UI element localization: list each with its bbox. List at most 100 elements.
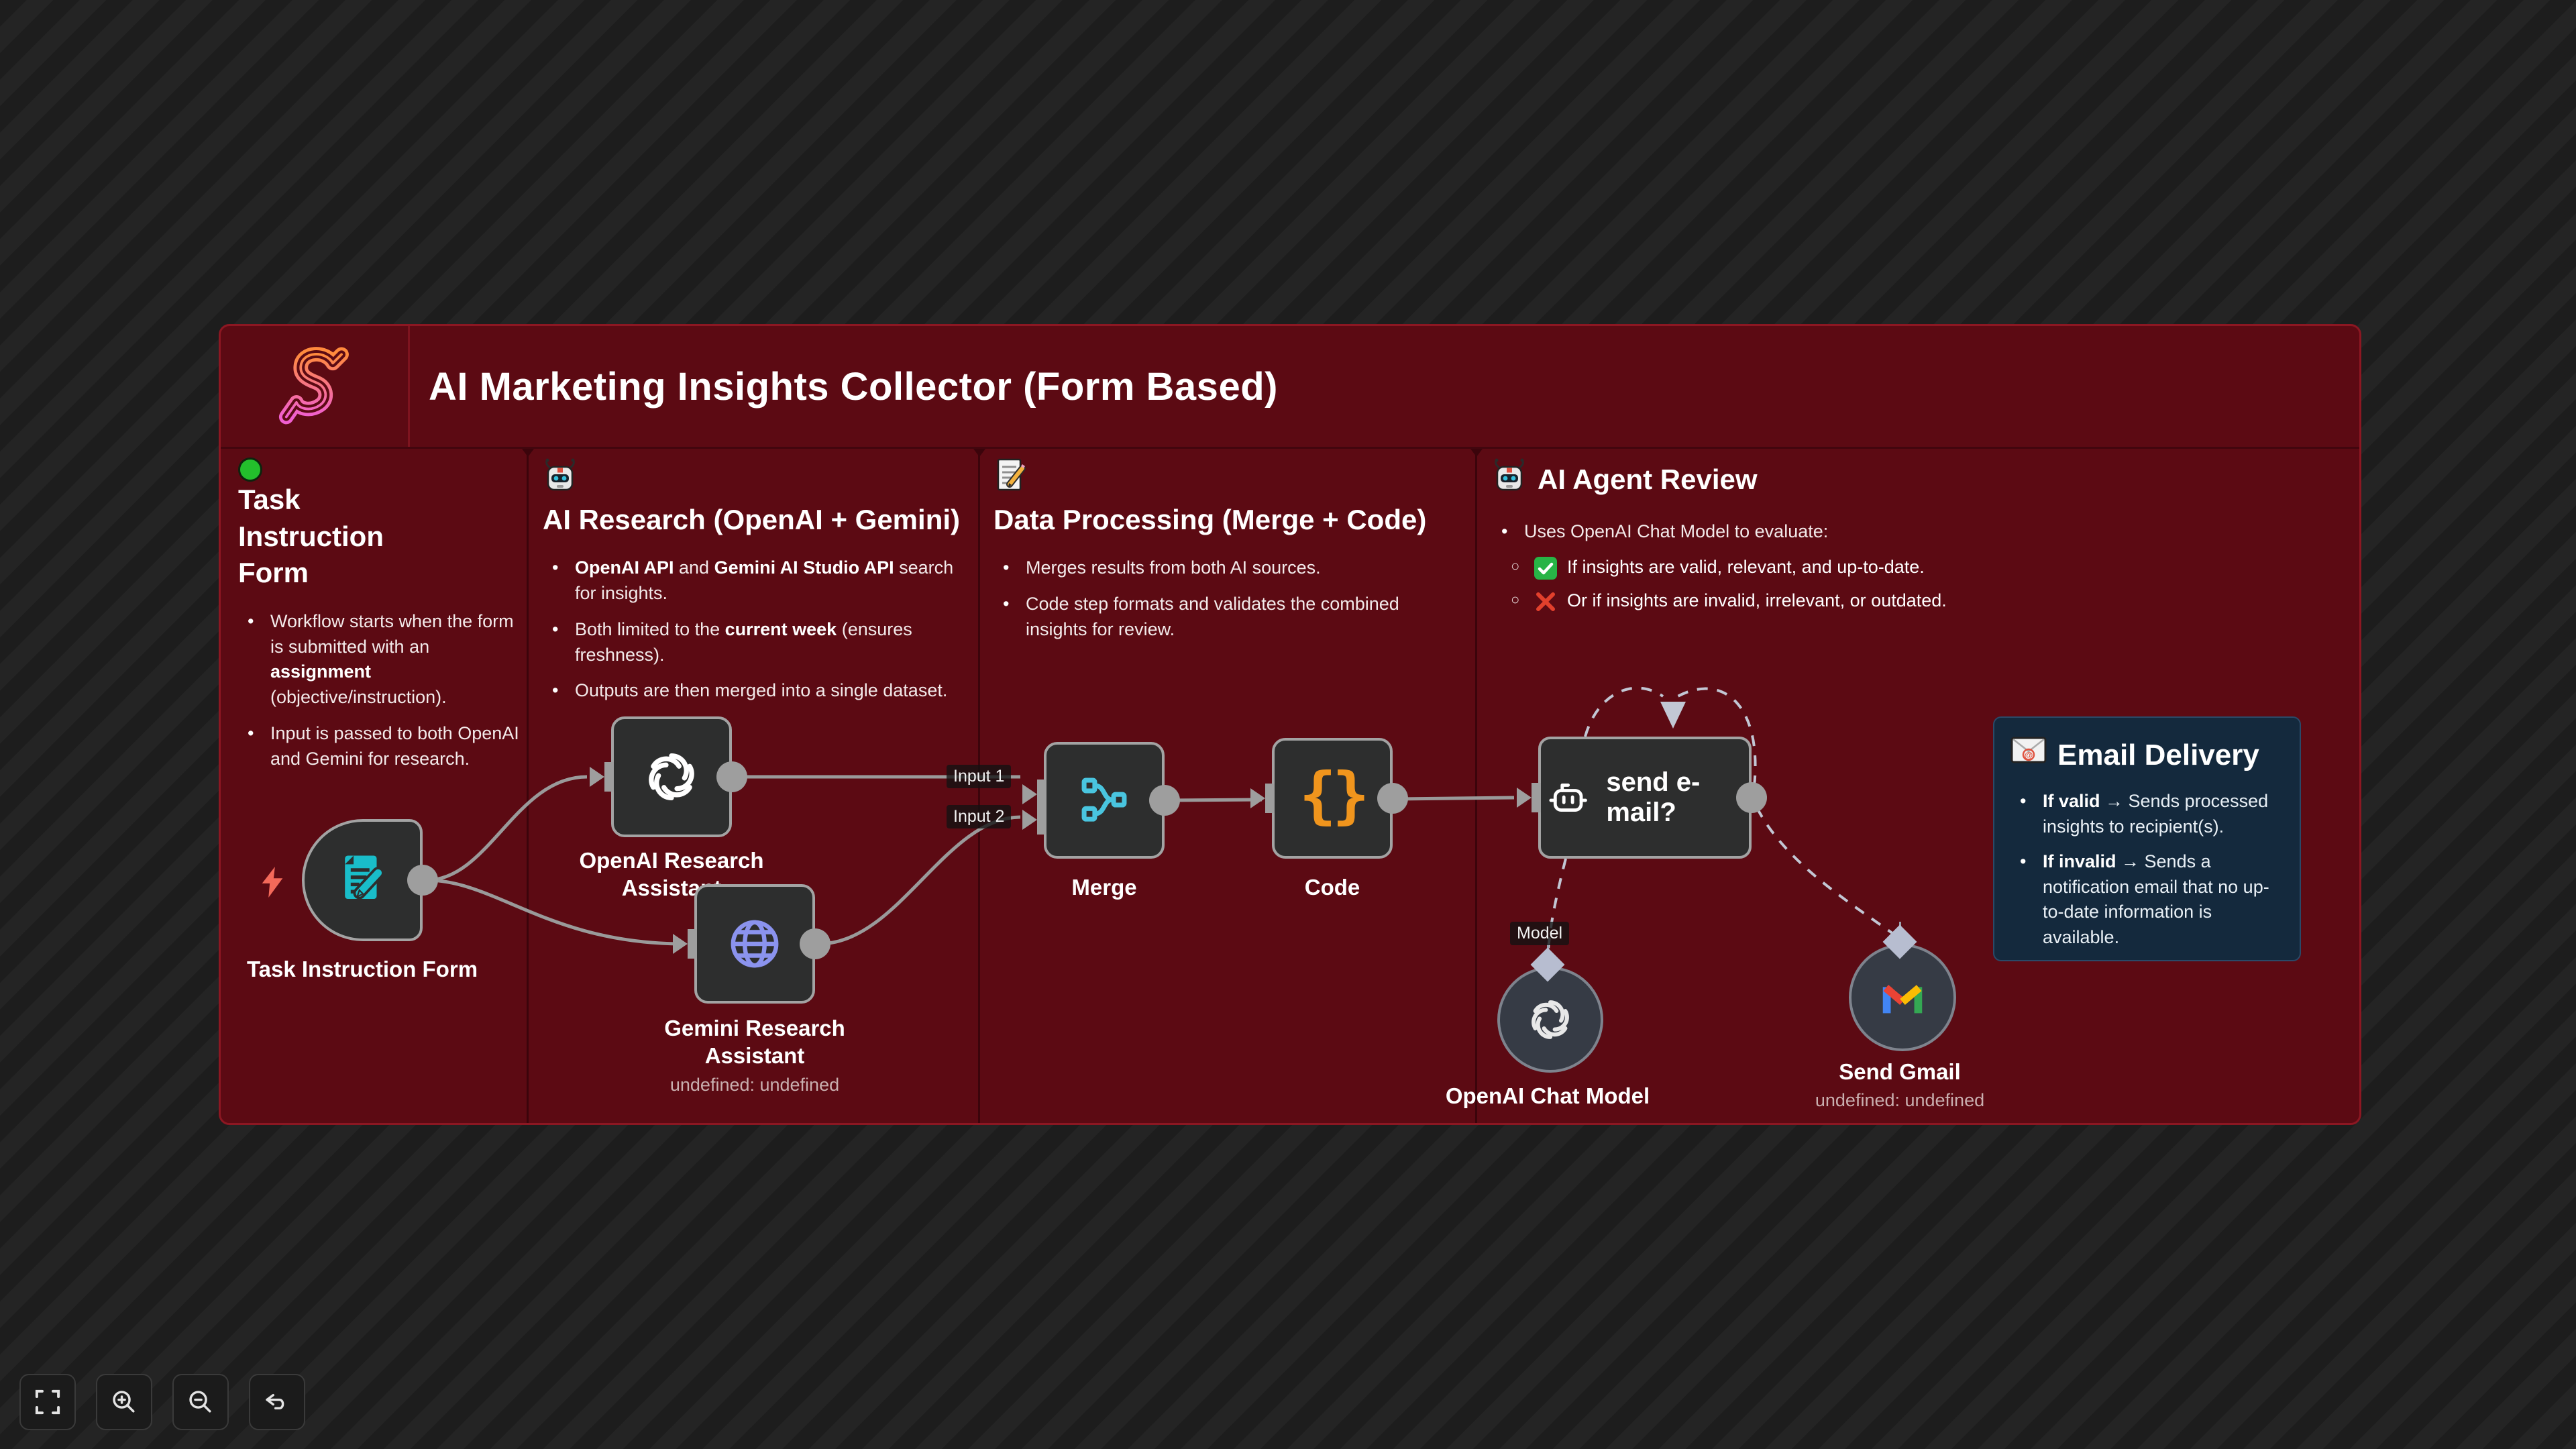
output-port[interactable] <box>800 928 830 959</box>
robot-icon <box>543 458 578 502</box>
input1-label: Input 1 <box>947 765 1012 788</box>
section-bullets: OpenAI API and Gemini AI Studio API sear… <box>543 555 975 704</box>
node-label: Merge <box>1071 875 1137 900</box>
output-port[interactable] <box>1736 782 1767 813</box>
section-heading: Data Processing (Merge + Code) <box>994 458 1436 538</box>
column-divider <box>1470 449 1483 1123</box>
zoom-in-icon <box>113 1391 135 1413</box>
section-title: AI Agent Review <box>1538 463 1758 495</box>
node-openai-chat-model[interactable] <box>1497 967 1603 1073</box>
sub-bullet: If insights are valid, relevant, and up-… <box>1511 555 2163 580</box>
node-task-instruction-form[interactable] <box>302 819 438 941</box>
cross-icon <box>1534 590 1558 621</box>
undo-button[interactable] <box>249 1374 305 1430</box>
bullet: Uses OpenAI Chat Model to evaluate: <box>1501 519 2163 545</box>
form-icon <box>345 855 384 900</box>
section-subbullets: If insights are valid, relevant, and up-… <box>1492 555 2163 614</box>
email-icon: @ <box>2010 735 2047 774</box>
model-port-label: Model <box>1510 922 1570 945</box>
node-label: OpenAI Chat Model <box>1445 1083 1650 1108</box>
sub-bullet-text: Or if insights are invalid, irrelevant, … <box>1567 590 1947 611</box>
section-bullets: Workflow starts when the form is submitt… <box>238 609 520 772</box>
node-label: Send Gmail undefined: undefined <box>1766 1058 2034 1112</box>
brand-logo <box>221 326 410 447</box>
section-ai-research: AI Research (OpenAI + Gemini) OpenAI API… <box>543 458 975 714</box>
panel-header: AI Marketing Insights Collector (Form Ba… <box>221 326 2359 449</box>
node-label: Code <box>1304 875 1360 900</box>
zoom-out-button[interactable] <box>172 1374 229 1430</box>
memo-icon <box>994 458 1028 502</box>
input-port-1[interactable] <box>1022 780 1046 809</box>
bullet: Input is passed to both OpenAI and Gemin… <box>248 721 520 772</box>
node-merge[interactable] <box>1022 742 1180 859</box>
email-delivery-note: @ Email Delivery If valid → Sends proces… <box>1993 716 2301 961</box>
output-port[interactable] <box>1377 783 1408 814</box>
node-send-gmail[interactable] <box>1849 944 1956 1051</box>
bullet: Merges results from both AI sources. <box>1003 555 1450 581</box>
bullet: Workflow starts when the form is submitt… <box>248 609 520 710</box>
section-heading: AI Agent Review <box>1492 458 2163 502</box>
node-send-email-agent[interactable]: send e-mail? <box>1517 737 1767 859</box>
section-task-form: Task Instruction Form Workflow starts wh… <box>238 458 520 783</box>
email-heading: @ Email Delivery <box>2010 735 2284 774</box>
bullet: Outputs are then merged into a single da… <box>552 678 975 704</box>
input-port[interactable] <box>1517 783 1541 812</box>
input-port-2[interactable] <box>1022 805 1046 835</box>
email-bullets: If valid → Sends processed insights to r… <box>2010 789 2284 951</box>
section-bullets: Uses OpenAI Chat Model to evaluate: <box>1492 519 2163 545</box>
node-sublabel: undefined: undefined <box>1815 1090 1985 1111</box>
zoom-in-button[interactable] <box>96 1374 152 1430</box>
canvas-toolbar <box>19 1374 305 1430</box>
section-title: Task Instruction Form <box>238 484 384 589</box>
undo-icon <box>266 1393 284 1409</box>
squiggle-logo-icon <box>278 347 349 425</box>
agent-node-label: send e-mail? <box>1606 767 1701 827</box>
openai-icon <box>1532 1000 1569 1039</box>
node-sublabel: undefined: undefined <box>669 1074 840 1095</box>
bullet: OpenAI API and Gemini AI Studio API sear… <box>552 555 975 606</box>
node-label-text: Gemini Research Assistant <box>664 1016 845 1069</box>
bullet: Code step formats and validates the comb… <box>1003 592 1450 643</box>
fit-view-button[interactable] <box>19 1374 76 1430</box>
output-port[interactable] <box>716 761 747 792</box>
bullet: If invalid → Sends a notification email … <box>2020 849 2284 951</box>
node-label: Gemini Research Assistant undefined: und… <box>621 1014 889 1096</box>
output-port[interactable] <box>1149 785 1180 816</box>
sub-bullet: Or if insights are invalid, irrelevant, … <box>1511 588 2163 614</box>
loop-arrowhead <box>1660 702 1686 729</box>
node-label-text: Send Gmail <box>1839 1059 1961 1084</box>
gmail-icon <box>1882 985 1923 1014</box>
check-icon <box>1534 556 1558 588</box>
trigger-bolt-icon <box>262 867 283 898</box>
bullet: If valid → Sends processed insights to r… <box>2020 789 2284 840</box>
page-title: AI Marketing Insights Collector (Form Ba… <box>429 364 1278 409</box>
input2-label: Input 2 <box>947 805 1012 828</box>
workflow-panel: AI Marketing Insights Collector (Form Ba… <box>219 324 2361 1125</box>
sub-bullet-text: If insights are valid, relevant, and up-… <box>1567 557 1925 578</box>
input-port[interactable] <box>1250 784 1275 813</box>
connection-wires <box>426 686 1896 951</box>
column-divider <box>522 449 534 1123</box>
node-code[interactable]: {} <box>1250 738 1408 859</box>
node-gemini-research-assistant[interactable] <box>673 884 830 1004</box>
input-port[interactable] <box>590 762 614 792</box>
section-heading: AI Research (OpenAI + Gemini) <box>543 458 975 538</box>
svg-text:@: @ <box>2025 750 2033 760</box>
code-braces-icon: {} <box>1299 759 1370 831</box>
section-agent-review: AI Agent Review Uses OpenAI Chat Model t… <box>1492 458 2163 622</box>
fit-view-icon <box>35 1389 60 1415</box>
section-title: AI Research (OpenAI + Gemini) <box>543 503 961 535</box>
node-label: Task Instruction Form <box>246 957 478 981</box>
section-title: Data Processing (Merge + Code) <box>994 503 1427 535</box>
openai-icon <box>649 753 694 800</box>
output-port[interactable] <box>407 865 438 896</box>
merge-icon <box>1081 777 1127 822</box>
bullet: Both limited to the current week (ensure… <box>552 617 975 668</box>
section-bullets: Merges results from both AI sources. Cod… <box>994 555 1450 642</box>
section-data-processing: Data Processing (Merge + Code) Merges re… <box>994 458 1450 653</box>
green-circle-icon <box>238 458 262 482</box>
input-port[interactable] <box>673 929 697 959</box>
node-openai-research-assistant[interactable] <box>590 716 747 837</box>
globe-icon <box>731 920 779 968</box>
